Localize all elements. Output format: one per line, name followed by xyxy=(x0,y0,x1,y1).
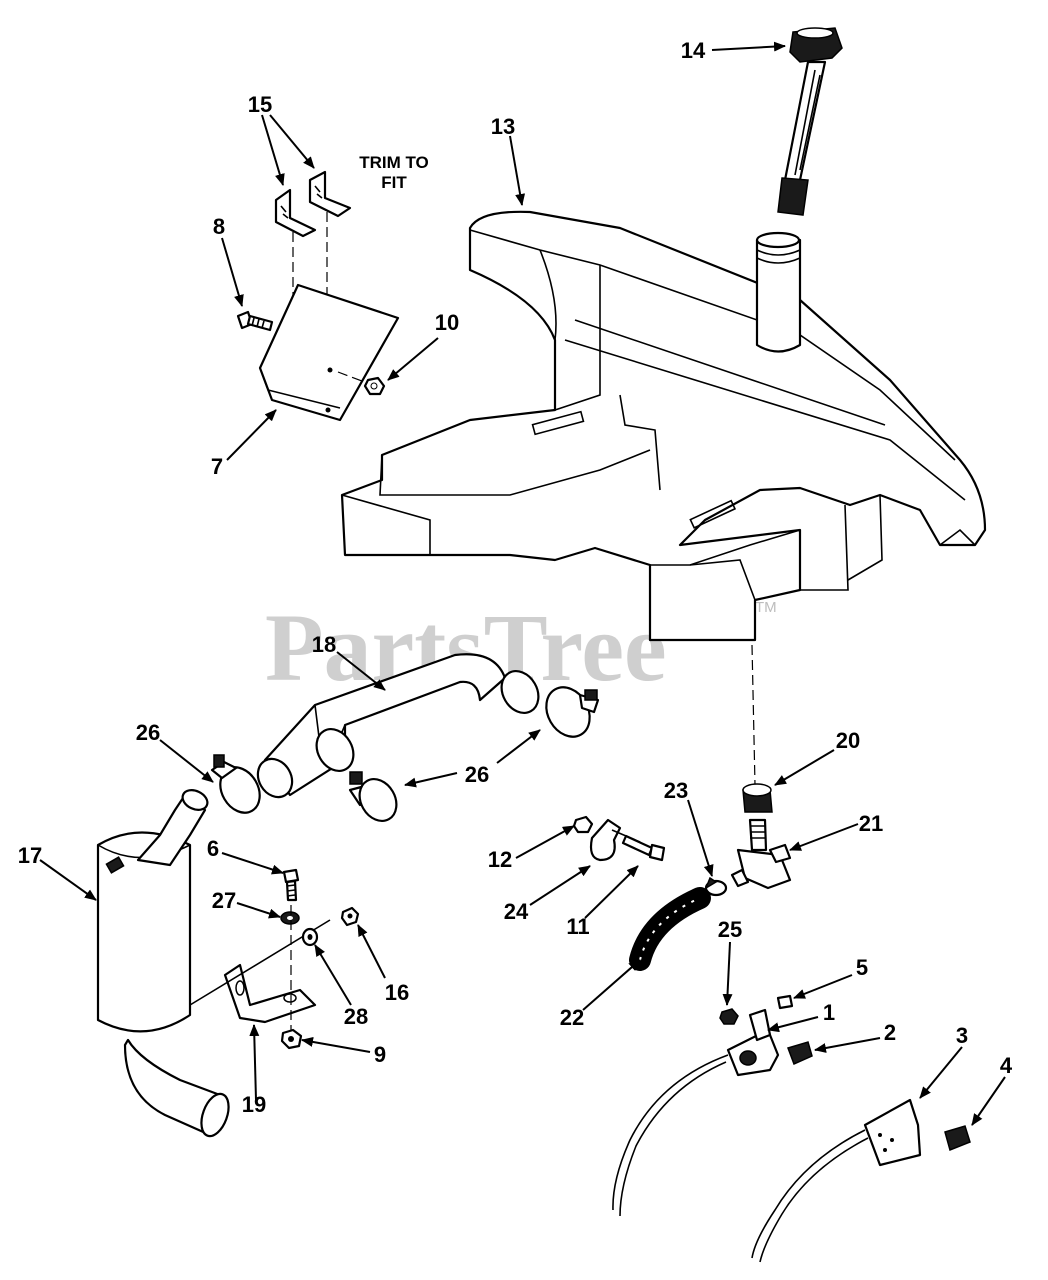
callout-5: 5 xyxy=(856,955,868,980)
bolt-8[interactable] xyxy=(236,310,274,332)
callout-13: 13 xyxy=(491,114,515,139)
callout-23: 23 xyxy=(664,778,688,803)
fuel-valve[interactable] xyxy=(730,818,792,890)
callout-2: 2 xyxy=(884,1020,896,1045)
callout-26-right: 26 xyxy=(465,762,489,787)
angle-brackets[interactable] xyxy=(274,170,352,360)
trim-note: TRIM TO FIT xyxy=(359,153,429,192)
bolt-6[interactable] xyxy=(282,868,300,902)
washer-27[interactable] xyxy=(280,911,300,925)
callout-27: 27 xyxy=(212,888,236,913)
screw-5[interactable] xyxy=(776,994,794,1010)
callout-18: 18 xyxy=(312,632,336,657)
clamp-26-center[interactable] xyxy=(309,722,403,827)
washer-28[interactable] xyxy=(301,927,319,947)
callout-labels: 14 13 15 8 10 7 18 26 26 17 6 27 16 28 9… xyxy=(18,38,1013,1117)
watermark-text: PartsTree xyxy=(265,594,667,701)
callout-7: 7 xyxy=(211,454,223,479)
callout-10: 10 xyxy=(435,310,459,335)
callout-arrows xyxy=(39,41,1006,1126)
nut-25[interactable] xyxy=(719,1008,739,1025)
fuel-fitting[interactable] xyxy=(742,783,773,813)
callout-24: 24 xyxy=(504,899,529,924)
callout-28: 28 xyxy=(344,1004,368,1029)
trim-note-line-1: TRIM TO xyxy=(359,153,429,172)
mounting-bracket[interactable] xyxy=(258,283,400,422)
nut-9[interactable] xyxy=(280,905,303,1050)
callout-3: 3 xyxy=(956,1023,968,1048)
trim-note-line-2: FIT xyxy=(381,173,407,192)
callout-12: 12 xyxy=(488,847,512,872)
callout-1: 1 xyxy=(823,1000,835,1025)
callout-22: 22 xyxy=(560,1005,584,1030)
watermark: PartsTree TM xyxy=(265,594,777,701)
knob-2[interactable] xyxy=(787,1041,813,1066)
callout-25: 25 xyxy=(718,917,742,942)
watermark-trademark: TM xyxy=(755,599,777,616)
callout-8: 8 xyxy=(213,214,225,239)
callout-11: 11 xyxy=(566,914,589,939)
callout-6: 6 xyxy=(207,836,219,861)
throttle-control[interactable] xyxy=(612,1008,780,1217)
screw-11[interactable] xyxy=(621,834,666,862)
callout-15: 15 xyxy=(248,92,272,117)
knob-4[interactable] xyxy=(944,1125,971,1152)
hose-clamp-23[interactable] xyxy=(704,876,728,897)
callout-9: 9 xyxy=(374,1042,386,1067)
nut-12[interactable] xyxy=(572,815,594,834)
callout-16: 16 xyxy=(385,980,409,1005)
muffler[interactable] xyxy=(96,786,234,1139)
callout-26-left: 26 xyxy=(136,720,160,745)
fuel-hose[interactable] xyxy=(629,887,711,971)
callout-21: 21 xyxy=(859,811,883,836)
callout-20: 20 xyxy=(836,728,860,753)
clamp-26-left[interactable] xyxy=(210,754,268,820)
choke-control[interactable] xyxy=(751,1098,922,1263)
fuel-tank[interactable] xyxy=(340,210,987,642)
nut-10[interactable] xyxy=(337,371,386,396)
callout-4: 4 xyxy=(1000,1053,1013,1078)
nut-16[interactable] xyxy=(340,906,360,927)
fuel-gauge-cap[interactable] xyxy=(777,27,843,216)
callout-19: 19 xyxy=(242,1092,266,1117)
callout-14: 14 xyxy=(681,38,706,63)
tank-to-fitting-line xyxy=(751,644,756,786)
clamp-26-right[interactable] xyxy=(494,664,600,744)
callout-17: 17 xyxy=(18,843,42,868)
